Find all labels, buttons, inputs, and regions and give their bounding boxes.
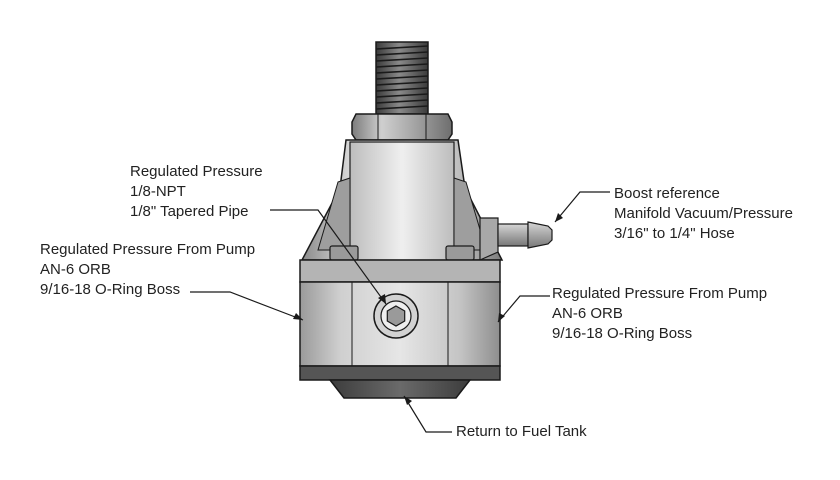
label-regulated-pressure: Regulated Pressure 1/8-NPT 1/8" Tapered …	[130, 162, 263, 222]
thread-ridge	[375, 75, 429, 80]
label-line: 1/8" Tapered Pipe	[130, 203, 249, 220]
label-line: Manifold Vacuum/Pressure	[614, 205, 793, 222]
thread-ridge	[375, 105, 429, 110]
arrow-return-tank	[404, 396, 412, 405]
leader-return-tank	[403, 395, 452, 433]
label-line: Boost reference	[614, 185, 720, 202]
thread-ridge	[375, 81, 429, 86]
label-pump-left: Regulated Pressure From Pump AN-6 ORB 9/…	[40, 240, 255, 300]
boost-reference-nipple	[479, 217, 553, 261]
label-line: Regulated Pressure From Pump	[40, 241, 256, 258]
label-pump-right: Regulated Pressure From Pump AN-6 ORB 9/…	[552, 284, 767, 344]
leader-arrowheads	[293, 213, 563, 405]
thread-ridge	[375, 99, 429, 104]
label-line: 9/16-18 O-Ring Boss	[40, 281, 181, 298]
thread-ridge	[375, 51, 429, 56]
label-boost-reference: Boost reference Manifold Vacuum/Pressure…	[614, 184, 793, 244]
label-line: 1/8-NPT	[130, 183, 186, 200]
threaded-stud	[375, 41, 429, 115]
thread-ridge	[375, 93, 429, 98]
leader-lines	[190, 191, 610, 433]
thread-ridge	[375, 87, 429, 92]
hex-nut	[351, 113, 453, 141]
label-line: Return to Fuel Tank	[456, 423, 587, 440]
arrow-regulated-pressure	[378, 294, 386, 304]
label-line: 3/16" to 1/4" Hose	[614, 225, 735, 242]
thread-ridge	[375, 69, 429, 74]
label-line: AN-6 ORB	[40, 261, 111, 278]
thread-ridge	[375, 57, 429, 62]
label-line: Regulated Pressure	[130, 163, 263, 180]
leader-pump-left	[190, 291, 304, 321]
regulator-cap	[300, 139, 504, 261]
label-line: AN-6 ORB	[552, 305, 623, 322]
arrow-boost-reference	[555, 213, 563, 222]
thread-ridge	[375, 63, 429, 68]
thread-ridge	[375, 45, 429, 50]
label-return-tank: Return to Fuel Tank	[456, 422, 587, 442]
label-line: Regulated Pressure From Pump	[552, 285, 768, 302]
leader-boost-reference	[554, 191, 610, 223]
leader-pump-right	[497, 295, 550, 323]
leader-regulated-pressure	[270, 209, 387, 305]
arrow-pump-right	[498, 313, 505, 322]
pressure-port-plug	[373, 293, 419, 339]
arrow-pump-left	[293, 313, 303, 320]
label-line: 9/16-18 O-Ring Boss	[552, 325, 693, 342]
